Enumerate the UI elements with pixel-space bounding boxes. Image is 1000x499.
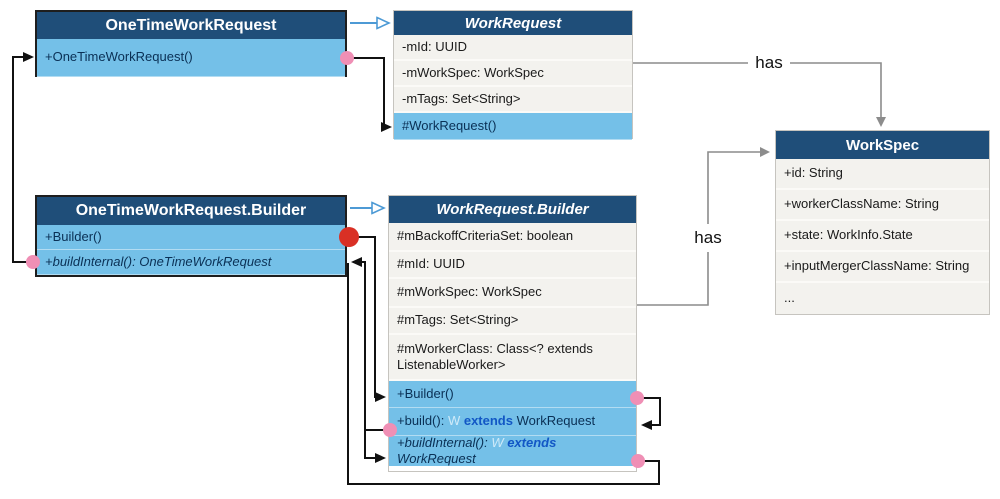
field-row-mworkspec: -mWorkSpec: WorkSpec (394, 61, 632, 87)
field-row-mbackoffcriteriaset: #mBackoffCriteriaSet: boolean (389, 223, 636, 252)
type-variable: W (491, 434, 504, 450)
field-label: +state: WorkInfo.State (784, 227, 913, 243)
method-row-build: +build(): W extends WorkRequest (389, 408, 636, 436)
field-row-mworkerclass: #mWorkerClass: Class<? extends Listenabl… (389, 335, 636, 381)
arrow-onetimeworkrequest-ctor-to-workrequest-ctor (347, 57, 392, 132)
method-row-builder: +Builder() (389, 381, 636, 408)
field-row-mworkspec: #mWorkSpec: WorkSpec (389, 279, 636, 308)
arrow-build-to-wr-buildinternal (364, 430, 386, 463)
field-label: +id: String (784, 165, 843, 181)
field-label: -mId: UUID (402, 38, 467, 54)
field-row-mtags: -mTags: Set<String> (394, 87, 632, 113)
method-label: +buildInternal(): W extends WorkRequest (397, 435, 628, 468)
arrow-build-to-otwr-buildinternal (351, 257, 390, 431)
field-row-workerclassname: +workerClassName: String (776, 190, 989, 221)
class-box-onetimeworkrequest-builder: OneTimeWorkRequest.Builder +Builder() +b… (35, 195, 347, 277)
arrow-builder-to-build (637, 397, 661, 430)
method-label: +OneTimeWorkRequest() (45, 49, 193, 65)
class-title-workspec: WorkSpec (776, 131, 989, 159)
field-row-id: +id: String (776, 159, 989, 190)
field-row-ellipsis: ... (776, 283, 989, 314)
type-variable: W (447, 413, 461, 429)
class-title-onetimeworkrequest-builder: OneTimeWorkRequest.Builder (37, 197, 345, 225)
extends-keyword: extends (460, 413, 517, 429)
extends-keyword: extends (503, 434, 557, 450)
arrow-buildinternal-to-onetimeworkrequest-ctor (12, 52, 34, 263)
field-label: #mBackoffCriteriaSet: boolean (397, 228, 574, 244)
class-box-workrequest-builder: WorkRequest.Builder #mBackoffCriteriaSet… (388, 195, 637, 472)
field-label: +workerClassName: String (784, 196, 939, 212)
method-label: +build(): W extends WorkRequest (397, 413, 595, 429)
has-label-bottom: has (687, 224, 729, 252)
method-row-buildinternal: +buildInternal(): W extends WorkRequest (389, 435, 636, 468)
method-label: +Builder() (397, 385, 454, 401)
arrow-otwr-builder-to-wr-builder (349, 236, 386, 402)
field-row-mtags: #mTags: Set<String> (389, 308, 636, 335)
field-row-mid: #mId: UUID (389, 252, 636, 279)
class-box-onetimeworkrequest: OneTimeWorkRequest +OneTimeWorkRequest() (35, 10, 347, 77)
field-label: #mId: UUID (397, 256, 465, 272)
field-label: #mWorkerClass: Class<? extends Listenabl… (397, 340, 593, 372)
method-label: #WorkRequest() (402, 117, 497, 133)
method-label: +Builder() (45, 228, 102, 244)
field-label: -mTags: Set<String> (402, 90, 521, 106)
field-row-inputmergerclassname: +inputMergerClassName: String (776, 252, 989, 283)
has-label-top: has (748, 49, 790, 76)
method-row-buildinternal: +buildInternal(): OneTimeWorkRequest (37, 250, 345, 275)
field-label: -mWorkSpec: WorkSpec (402, 64, 544, 80)
class-box-workspec: WorkSpec +id: String +workerClassName: S… (775, 130, 990, 315)
class-title-workrequest-builder: WorkRequest.Builder (389, 196, 636, 223)
return-type: WorkRequest (397, 451, 476, 466)
return-type: WorkRequest (516, 413, 596, 429)
class-title-workrequest: WorkRequest (394, 11, 632, 35)
method-row-workrequest-ctor: #WorkRequest() (394, 113, 632, 140)
method-label: +buildInternal(): OneTimeWorkRequest (45, 253, 272, 269)
method-row-onetimeworkrequest-ctor: +OneTimeWorkRequest() (37, 39, 345, 77)
field-label: ... (784, 290, 795, 306)
class-box-workrequest: WorkRequest -mId: UUID -mWorkSpec: WorkS… (393, 10, 633, 140)
field-label: #mWorkSpec: WorkSpec (397, 284, 542, 300)
method-prefix: +buildInternal(): (397, 434, 492, 450)
field-label: #mTags: Set<String> (397, 312, 519, 328)
method-prefix: +build(): (397, 413, 448, 429)
field-row-mid: -mId: UUID (394, 35, 632, 61)
class-title-onetimeworkrequest: OneTimeWorkRequest (37, 12, 345, 39)
method-row-builder: +Builder() (37, 225, 345, 250)
field-label: +inputMergerClassName: String (784, 258, 970, 274)
field-row-state: +state: WorkInfo.State (776, 221, 989, 252)
